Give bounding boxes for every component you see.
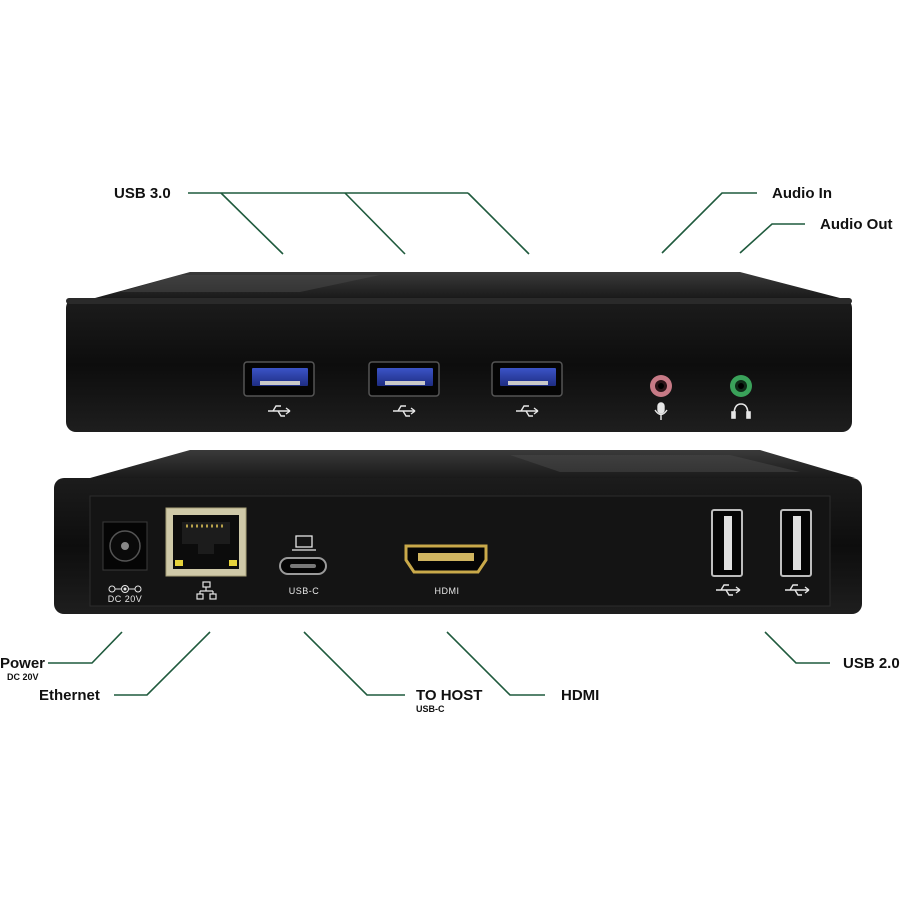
power-leader [48,631,123,664]
front-unit [66,272,852,432]
hdmi-callout: HDMI [561,687,600,704]
dc-power-jack[interactable] [102,521,148,571]
headphones-icon [731,403,751,419]
usb-icon [393,405,416,417]
ethernet-port[interactable] [165,507,247,577]
microphone-icon [654,402,668,420]
front-unit-edge [66,298,852,304]
usb3-port-3[interactable] [491,361,563,397]
usb30-leader-2 [344,192,406,255]
ethernet-leader [114,631,211,696]
usb-icon [716,584,741,596]
usb3-port-2[interactable] [368,361,440,397]
usbc-label: USB-C [289,586,320,596]
power-sub-callout: DC 20V [7,672,39,682]
front-unit-face [66,298,852,432]
mic-jack[interactable] [650,375,672,397]
audio-in-callout: Audio In [772,185,832,202]
ethernet-callout: Ethernet [39,687,100,704]
logo-shine [120,275,380,292]
dc-polarity-icon [108,585,142,593]
network-icon [196,581,217,600]
hdmi-leader [446,631,545,696]
audio-in-leader [661,192,757,254]
to-host-sub-callout: USB-C [416,704,445,714]
usb30-leader-3 [467,192,530,255]
to-host-callout: TO HOST [416,687,483,704]
to-host-leader [303,631,405,696]
audio-out-callout: Audio Out [820,216,893,233]
usb-icon [268,405,291,417]
laptop-icon [292,535,316,551]
dc-label: DC 20V [108,594,143,604]
audio-out-leader [739,223,805,254]
logo-shine [510,455,800,472]
usb20-callout: USB 2.0 [843,655,900,672]
usb30-leader-1 [220,192,284,255]
headphone-jack[interactable] [730,375,752,397]
usb20-leader [764,631,830,664]
leader-lines [48,192,830,696]
hdmi-port[interactable] [404,544,488,574]
usb3-port-1[interactable] [243,361,315,397]
usb2-port-1[interactable] [711,509,743,577]
usb2-port-2[interactable] [780,509,812,577]
usbc-port[interactable] [279,557,327,575]
usb30-callout: USB 3.0 [114,185,171,202]
rear-unit: DC 20V [54,450,862,614]
usb-icon [516,405,539,417]
hdmi-label: HDMI [435,586,460,596]
usb-icon [785,584,810,596]
power-callout: Power [0,655,46,672]
